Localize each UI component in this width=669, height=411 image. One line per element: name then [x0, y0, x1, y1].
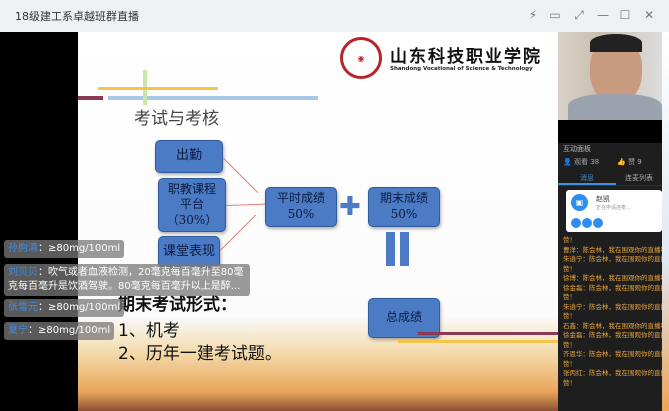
- box-pct: （30%）: [166, 212, 218, 227]
- chat-message: 朱逍宁：陈会林，我在围观你的直播啦: [563, 255, 662, 263]
- box-label: 总成绩: [385, 310, 422, 325]
- likes-label: 赞: [628, 158, 636, 166]
- chat-message: 齐恩华：陈会林，我在围观你的直播啦: [563, 350, 662, 358]
- danmu-name: 孙朐清: [8, 243, 38, 254]
- viewers-label: 观看: [573, 158, 588, 166]
- decor-bar: [98, 87, 218, 90]
- chat-message: 赞！: [563, 312, 576, 320]
- presenter-shirt: [568, 94, 662, 120]
- school-seal-logo: ◉: [340, 37, 382, 79]
- danmu-text: ：≥80mg/100ml: [38, 243, 121, 254]
- danmu-text: ：≥80mg/100ml: [38, 302, 121, 313]
- avatar-group: [571, 218, 603, 228]
- pin-window-icon[interactable]: ▭: [549, 8, 561, 22]
- chat-message: 赞！: [563, 264, 576, 273]
- webcam-video[interactable]: [558, 32, 662, 120]
- box-attendance: 出勤: [155, 140, 223, 173]
- lightning-icon[interactable]: ⚡: [528, 8, 538, 22]
- tab-messages[interactable]: 消息: [558, 172, 616, 185]
- panel-title: 互动面板: [563, 145, 591, 153]
- danmu-name: 刘贝贝: [8, 267, 38, 278]
- presentation-slide: ◉ 山东科技职业学院 Shandong Vocational of Scienc…: [78, 32, 558, 411]
- expand-icon[interactable]: ⤢: [574, 8, 584, 22]
- equals-icon: [386, 232, 395, 266]
- requester-name: 赵凯: [596, 195, 610, 203]
- slide-edge: [662, 32, 669, 411]
- window-title: 18级建工系卓越班群直播: [15, 10, 139, 23]
- box-total-score: 总成绩: [368, 298, 440, 338]
- box-class-performance: 课堂表现: [158, 236, 220, 268]
- black-area: [578, 120, 662, 143]
- chat-message: 石鑫：陈会林，我在围观你的直播啦，: [563, 321, 662, 330]
- box-label: 平时成绩: [276, 191, 325, 206]
- danmu-text: ：≥80mg/100ml: [28, 325, 111, 336]
- box-label: 课堂表现: [162, 243, 215, 259]
- exam-item: 1、机考: [118, 321, 180, 341]
- danmu-message: 刘贝贝：吹气或者血液检测，20毫克每百毫升至80毫克每百毫升是饮酒驾驶。80毫克…: [4, 264, 250, 296]
- plus-icon: ✚: [339, 192, 361, 222]
- minimize-button[interactable]: —: [597, 8, 609, 22]
- equals-icon: [400, 232, 409, 266]
- viewers-stat: 👤 观看 38: [563, 158, 600, 166]
- danmu-message: 张雪元：≥80mg/100ml: [4, 299, 125, 317]
- panel-tabs: 消息 连麦列表: [558, 172, 662, 186]
- exam-form-title: 期末考试形式：: [118, 295, 237, 315]
- decor-bar: [398, 340, 558, 343]
- panel-stats: 👤 观看 38 👍 赞 9: [558, 156, 662, 168]
- title-bar: 18级建工系卓越班群直播 ⚡ ▭ ⤢ — ☐ ✕: [0, 0, 669, 32]
- chat-message: 徐金磊：陈会林，我在围观你的直播啦: [563, 331, 662, 339]
- chat-message: 徐博：陈会林，我在围观你的直播啦，: [563, 274, 662, 282]
- connector-line: [222, 157, 259, 194]
- presenter-hair: [590, 34, 642, 52]
- chat-message: 赞！: [563, 293, 576, 301]
- connector-line: [226, 203, 267, 206]
- maximize-button[interactable]: ☐: [619, 8, 631, 22]
- requester-status: 正在申请连麦...: [596, 205, 631, 211]
- chat-message: 赞！: [563, 340, 576, 349]
- box-label: 期末成绩: [379, 191, 428, 206]
- box-course-platform: 职教课程平台（30%）: [158, 178, 226, 232]
- slide-heading: 考试与考核: [134, 109, 219, 129]
- danmu-text: ：吹气或者血液检测，20毫克每百毫升至80毫克每百毫升是饮酒驾驶。80毫克每百毫…: [8, 267, 244, 292]
- exam-item: 2、历年一建考试题。: [118, 344, 282, 364]
- chat-message: 赞！: [563, 359, 576, 368]
- chat-message: 曹洋：陈会林，我在围观你的直播啦，: [563, 245, 662, 254]
- box-pct: 50%: [287, 207, 315, 221]
- likes-stat: 👍 赞 9: [617, 158, 642, 166]
- chat-message: 朱逍宁：陈会林，我在围观你的直播啦: [563, 302, 662, 311]
- danmu-name: 夏宁: [8, 325, 28, 336]
- likes-count: 9: [637, 158, 642, 166]
- chat-message: 徐金磊：陈会林，我在围观你的直播啦: [563, 283, 662, 292]
- decor-bar: [78, 96, 103, 100]
- avatar: [593, 218, 603, 228]
- mic-request-card[interactable]: ▣ 赵凯 正在申请连麦...: [566, 190, 662, 232]
- chat-message: 赞！: [563, 378, 576, 387]
- chat-message: 张丙红：陈会林，我在围观你的直播啦: [563, 369, 662, 377]
- interaction-panel: 互动面板 👤 观看 38 👍 赞 9 消息 连麦列表 ▣ 赵凯 正在申请连麦..…: [558, 143, 662, 411]
- danmu-message: 夏宁：≥80mg/100ml: [4, 322, 115, 340]
- box-pct: 50%: [390, 207, 418, 221]
- danmu-message: 孙朐清：≥80mg/100ml: [4, 240, 125, 258]
- box-label: 出勤: [175, 148, 202, 164]
- decor-bar: [108, 96, 318, 100]
- avatar: [571, 218, 581, 228]
- box-label: 职教课程平台: [168, 181, 217, 212]
- left-black-area: [0, 32, 78, 411]
- chat-message: 赞！: [563, 236, 576, 244]
- danmu-name: 张雪元: [8, 302, 38, 313]
- tv-icon: ▣: [571, 194, 588, 211]
- decor-bar: [418, 332, 558, 335]
- close-button[interactable]: ✕: [643, 8, 655, 22]
- school-name-en: Shandong Vocational of Science & Technol…: [390, 66, 533, 72]
- school-name: 山东科技职业学院: [390, 47, 542, 67]
- avatar: [582, 218, 592, 228]
- tab-mic-list[interactable]: 连麦列表: [625, 174, 653, 182]
- message-list[interactable]: 赞！曹洋：陈会林，我在围观你的直播啦，朱逍宁：陈会林，我在围观你的直播啦赞！徐博…: [558, 236, 662, 388]
- viewers-count: 38: [590, 158, 600, 166]
